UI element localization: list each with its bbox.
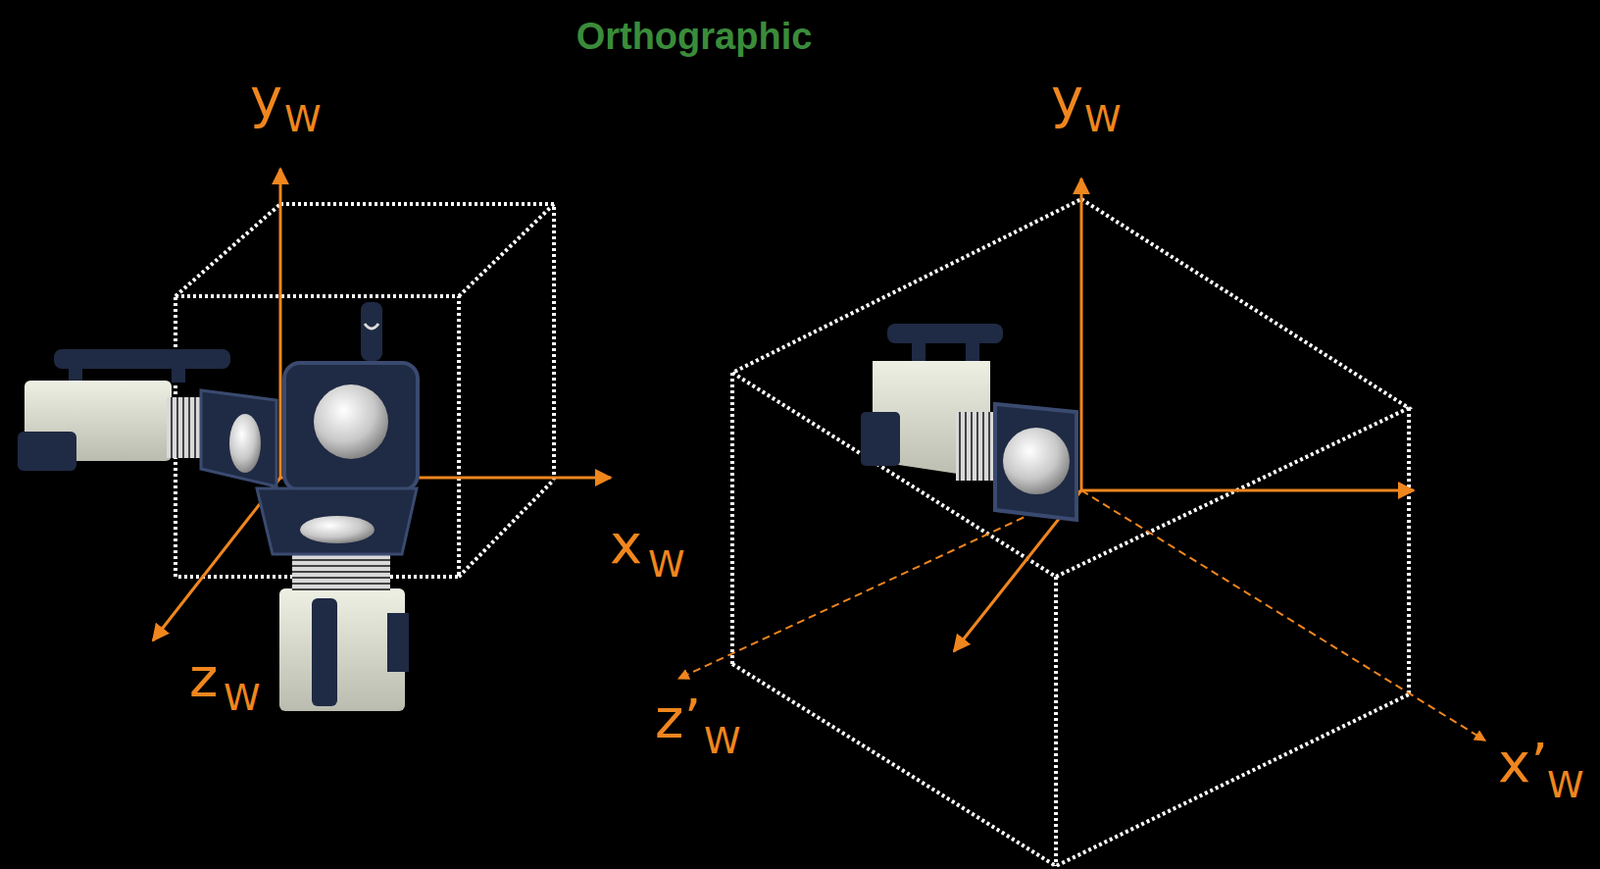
axis-subscript: W	[703, 721, 742, 759]
camera-front-view	[284, 301, 418, 491]
axis-name: y	[250, 70, 283, 126]
axis-name: x	[609, 516, 643, 572]
diagram-title: Orthographic	[576, 17, 813, 55]
camera-side-view	[17, 349, 277, 487]
axis-subscript: W	[223, 678, 261, 716]
axis-name: x’	[1498, 735, 1549, 791]
camera-top-view	[256, 488, 417, 711]
axis-name: z	[189, 650, 218, 705]
world-axes	[152, 168, 611, 641]
camera-oblique-view	[860, 323, 1077, 520]
axis-subscript: W	[1547, 765, 1585, 803]
rotated-view-cube	[732, 199, 1409, 866]
axis-subscript: W	[284, 100, 322, 138]
axis-name: y	[1050, 70, 1084, 126]
rotated-world-axes	[678, 178, 1486, 741]
view-cube	[175, 203, 554, 577]
axis-name: z’	[654, 691, 701, 747]
axis-subscript: W	[1084, 100, 1122, 138]
axis-subscript: W	[648, 545, 686, 583]
